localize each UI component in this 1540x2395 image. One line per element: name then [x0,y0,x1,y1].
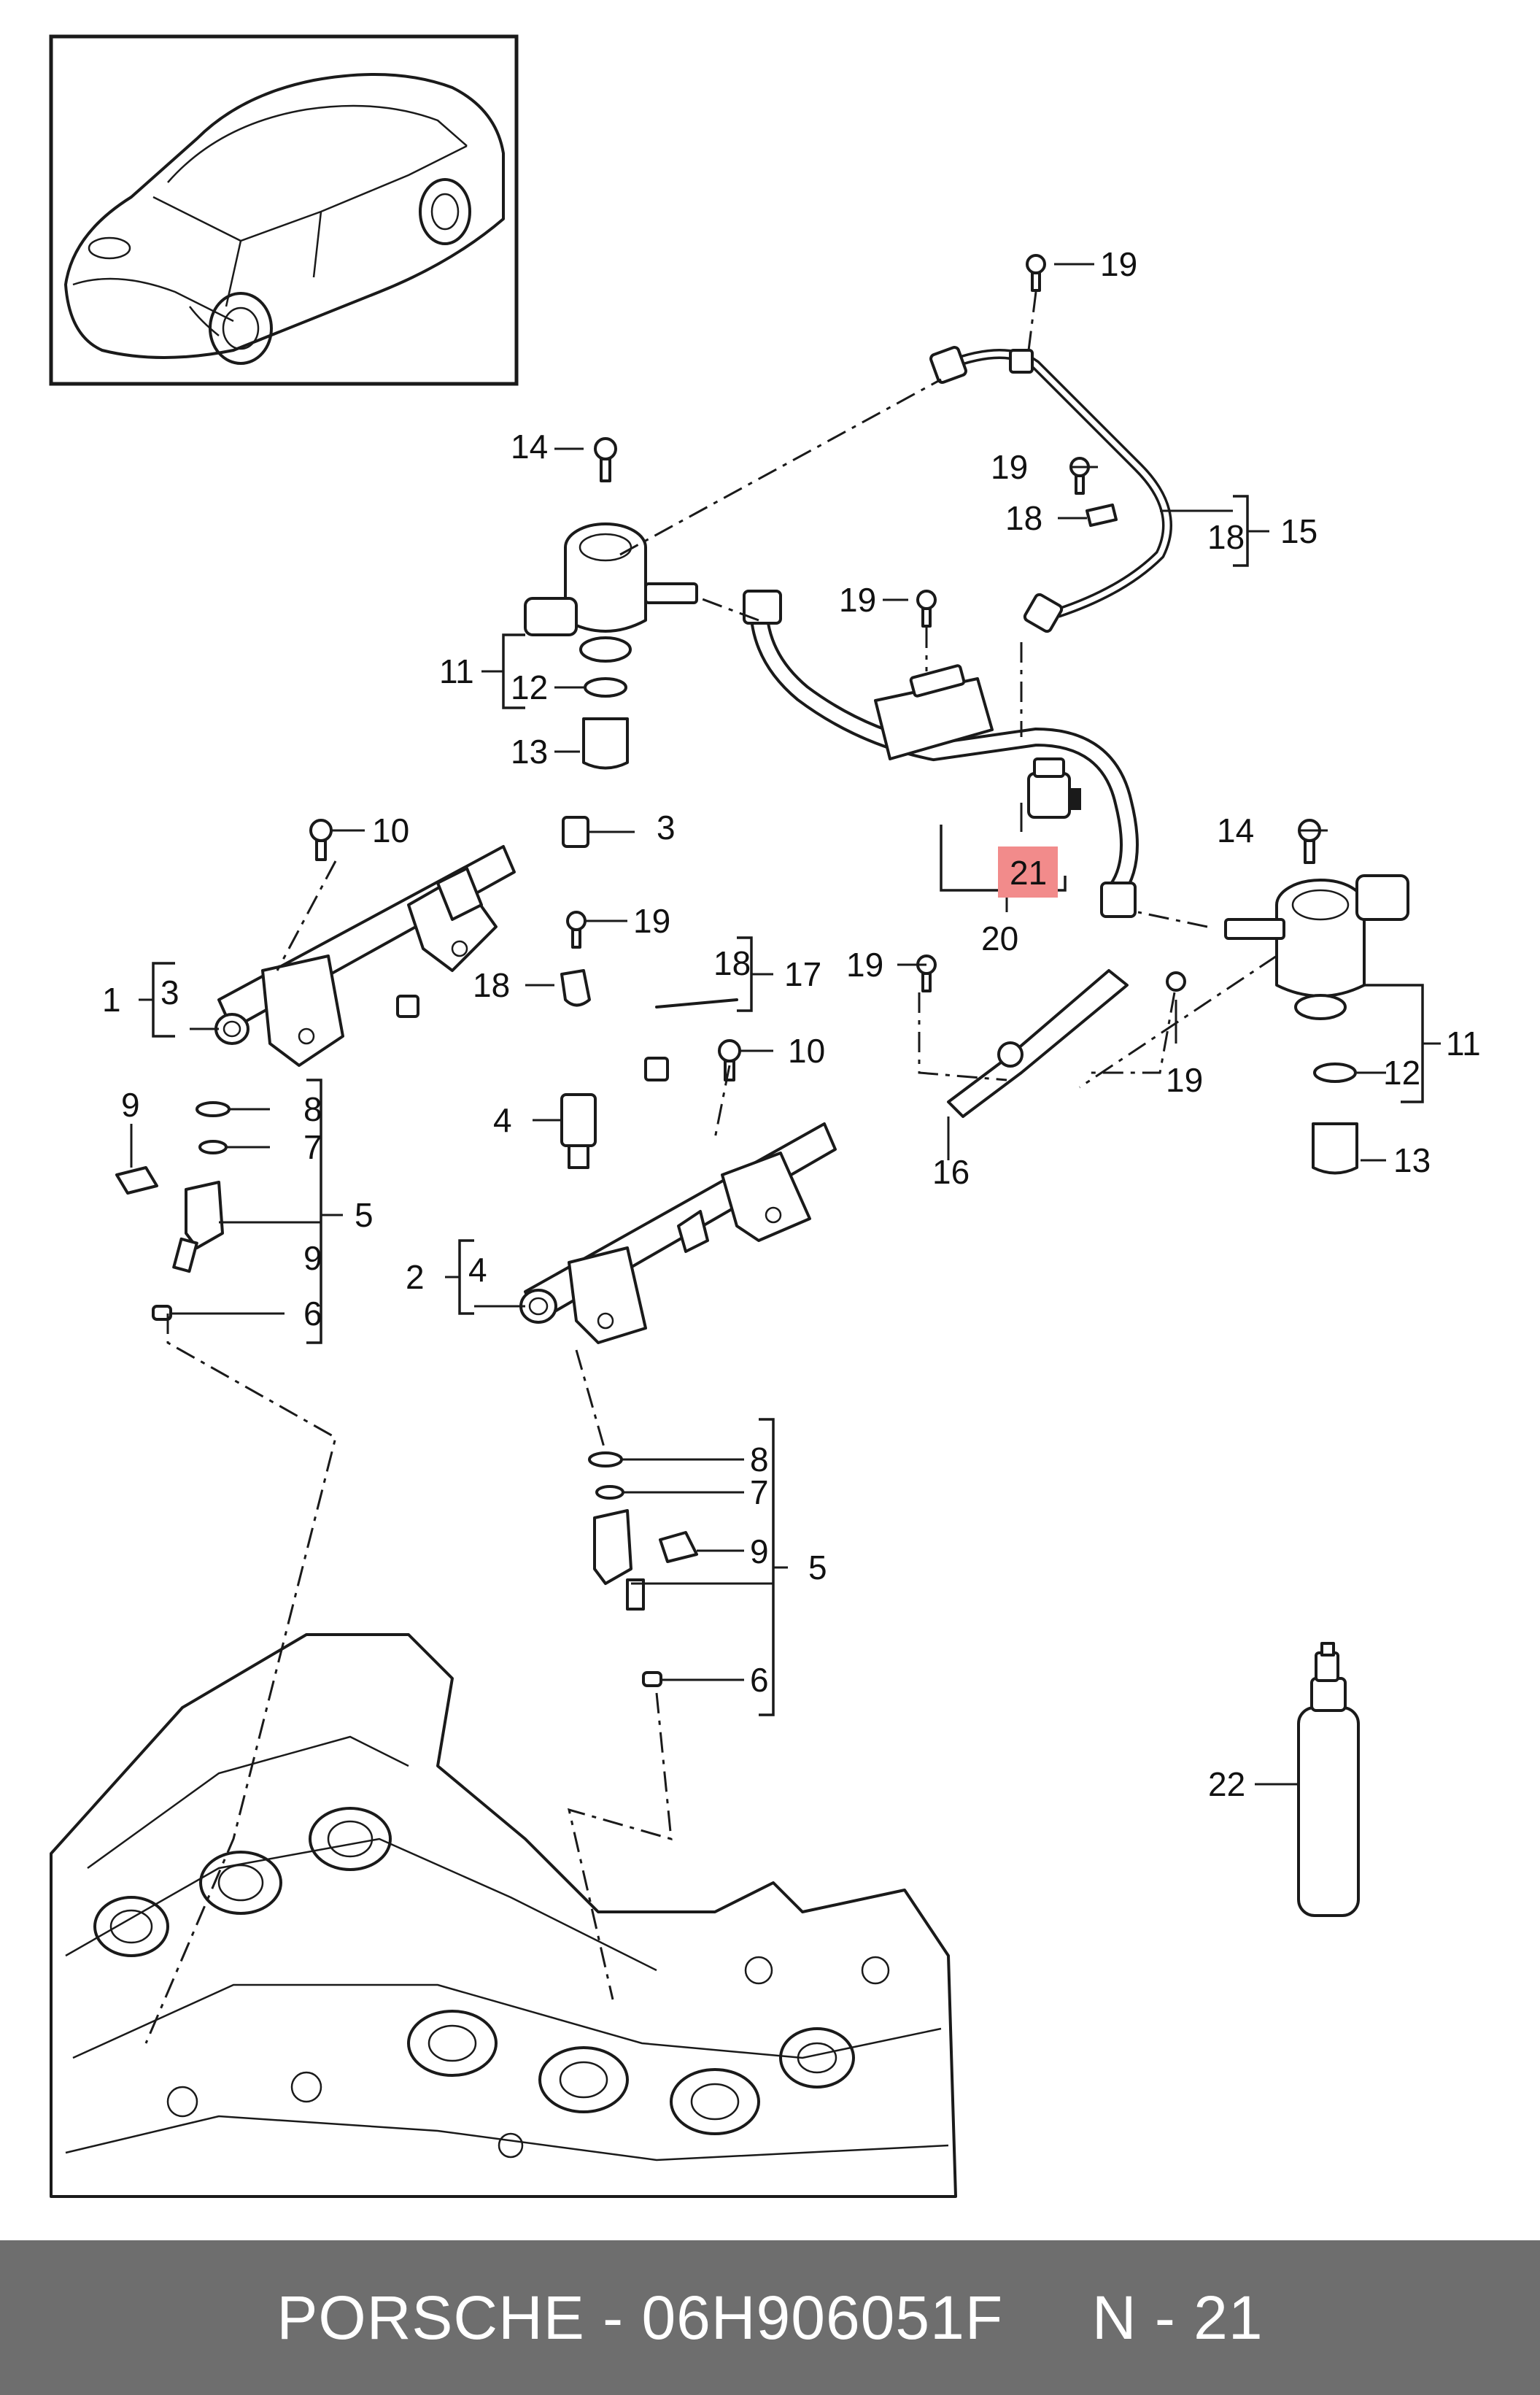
highlight-box-21 [998,846,1058,898]
callout-9: 9 [121,1086,140,1124]
bolt-19-right [916,954,937,992]
parts-diagram: 19 14 19 18 18 15 19 11 12 13 10 3 14 21… [49,34,1481,2198]
assembly-lines [144,291,1277,2044]
callout-19: 19 [633,902,670,940]
bolt-14-left [594,437,617,482]
callout-14: 14 [511,428,548,466]
callout-19: 19 [991,448,1028,486]
callout-3: 3 [657,809,676,846]
fuel-rail-right [519,1122,837,1344]
small-parts [115,254,1358,1687]
callout-20: 20 [981,919,1018,957]
callout-15: 15 [1280,512,1317,550]
callout-19: 19 [1166,1061,1203,1099]
callout-10: 10 [372,811,409,849]
callout-19: 19 [1100,245,1137,283]
clip-18-rail [560,969,591,1007]
callout-16: 16 [932,1153,970,1191]
car-illustration [64,73,505,365]
bolt-14-right [1298,819,1321,864]
bolt-19-rail [566,911,587,949]
hp-line-15 [929,346,1172,633]
callout-8: 8 [303,1090,322,1128]
bolt-19-top [1026,254,1046,292]
callout-11: 11 [1446,1025,1481,1062]
pressure-sensor-4 [560,1093,597,1169]
callout-8: 8 [750,1441,769,1478]
bolt-10-right [718,1039,741,1081]
callout-4: 4 [493,1101,512,1139]
callout-numbers: 19 14 19 18 18 15 19 11 12 13 10 3 14 21… [102,245,1481,1803]
injector-right [588,1451,698,1687]
callout-9: 9 [750,1532,769,1570]
bolt-19-bracket [1166,971,1186,992]
callout-21: 21 [1010,854,1047,892]
callout-5: 5 [808,1549,827,1586]
pressure-sensor-21 [1027,757,1081,819]
callout-2: 2 [406,1258,425,1296]
callout-12: 12 [1383,1054,1420,1092]
callout-7: 7 [750,1473,769,1511]
callout-6: 6 [303,1295,322,1333]
callout-22: 22 [1208,1765,1245,1803]
bolt-10-left [309,819,333,861]
callout-9: 9 [303,1239,322,1277]
footer-bar: PORSCHE - 06H906051F N - 21 [0,2240,1540,2395]
bolt-19-pump [916,590,937,628]
callout-5: 5 [355,1196,374,1234]
cap-3 [562,816,589,848]
callout-18: 18 [1005,499,1042,537]
callout-6: 6 [750,1661,769,1699]
callout-19: 19 [839,581,876,619]
callout-12: 12 [511,668,548,706]
brand-name: PORSCHE [276,2283,585,2352]
callout-19: 19 [846,946,883,984]
callout-3: 3 [160,973,179,1011]
engine-block [50,1633,957,2198]
callout-14: 14 [1217,811,1254,849]
callout-10: 10 [788,1032,825,1070]
bolt-19-mid [1069,457,1090,495]
hp-pump-right [1224,874,1409,1020]
spacer [1003,2283,1092,2352]
leader-lines [130,263,1441,1786]
callout-4: 4 [468,1251,487,1289]
separator: - [584,2283,642,2352]
callout-7: 7 [303,1128,322,1166]
hp-pump-left [524,522,698,663]
figure-label: N - 21 [1091,2283,1264,2352]
hp-line-16 [947,969,1129,1118]
vehicle-inset [49,34,519,386]
callout-11: 11 [439,652,474,690]
callout-13: 13 [1393,1141,1431,1179]
callout-17: 17 [784,955,821,993]
spray-can-22 [1297,1642,1360,1917]
fuel-rail-left [214,845,516,1067]
lp-line-20 [743,590,1139,918]
footer-caption: PORSCHE - 06H906051F N - 21 [276,2283,1263,2353]
callout-18: 18 [713,944,751,982]
callout-13: 13 [511,733,548,771]
callout-18: 18 [1207,518,1245,556]
clip-18-top [1086,504,1118,527]
callout-1: 1 [102,981,121,1019]
hp-line-17 [396,995,738,1081]
callout-18: 18 [473,966,510,1004]
injector-left [115,1101,231,1321]
part-number: 06H906051F [641,2283,1004,2352]
